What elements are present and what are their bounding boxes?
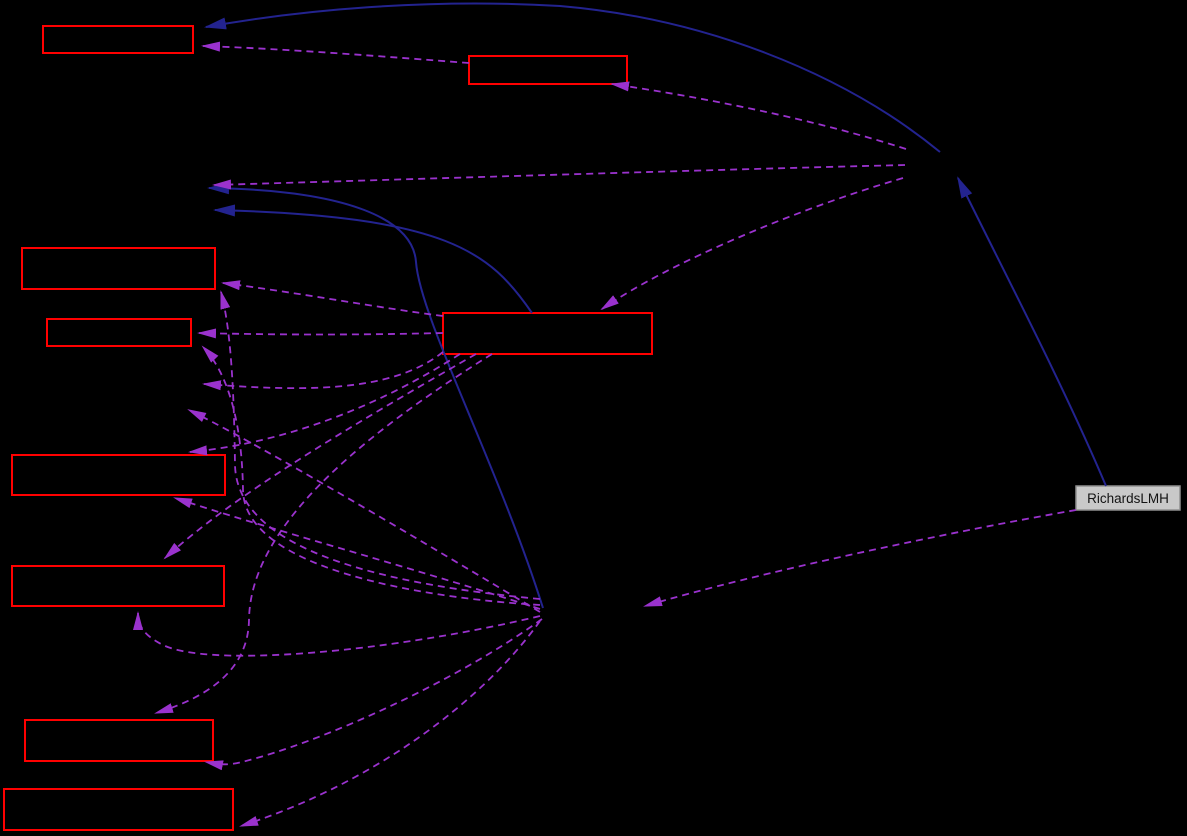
usage-edge-n1-n2a <box>212 164 906 190</box>
truncated-class-node-box8[interactable] <box>24 719 214 762</box>
current-node-label: RichardsLMH <box>1087 491 1169 506</box>
truncated-class-node-box2[interactable] <box>468 55 628 85</box>
node-box-box9[interactable] <box>3 788 234 831</box>
usage-edge-box5-box7 <box>163 353 477 560</box>
current-class-node-richardslmh[interactable]: RichardsLMH <box>1075 485 1181 511</box>
usage-edge-richardslmh-n3 <box>643 509 1077 607</box>
node-box-box6[interactable] <box>11 454 226 496</box>
hidden-class-node-n2a <box>95 176 205 198</box>
truncated-class-node-box4[interactable] <box>46 318 192 347</box>
node-box-n5 <box>80 397 185 420</box>
truncated-class-node-box1[interactable] <box>42 25 194 54</box>
truncated-class-node-box9[interactable] <box>3 788 234 831</box>
node-box-n1 <box>905 150 1015 176</box>
truncated-class-node-box6[interactable] <box>11 454 226 496</box>
hidden-class-node-n4 <box>92 372 202 395</box>
truncated-class-node-box5[interactable] <box>442 312 653 355</box>
node-box-n4 <box>92 372 202 395</box>
usage-edge-n3-box4 <box>201 345 541 606</box>
node-box-richardslmh[interactable] <box>1075 485 1181 511</box>
usage-edge-n3-box7 <box>133 611 541 657</box>
node-box-box3[interactable] <box>21 247 216 290</box>
usage-edge-n1-box2 <box>610 81 907 150</box>
usage-edge-n3-n5 <box>187 409 541 613</box>
node-box-box7[interactable] <box>11 565 225 607</box>
node-box-n2b <box>95 199 205 221</box>
hidden-class-node-n1 <box>905 150 1015 176</box>
edge-layer <box>133 2 1107 827</box>
truncated-class-node-box3[interactable] <box>21 247 216 290</box>
node-box-n3 <box>540 596 640 620</box>
usage-edge-box5-n4 <box>202 351 444 391</box>
usage-edge-box2-box1 <box>201 41 470 64</box>
usage-edge-n3-box6 <box>173 497 541 610</box>
node-box-box8[interactable] <box>24 719 214 762</box>
usage-edge-box5-box8 <box>154 353 493 714</box>
node-box-box5[interactable] <box>442 312 653 355</box>
inheritance-edge-box5-n2b <box>213 204 533 314</box>
usage-edge-n3-box9 <box>239 620 541 827</box>
usage-edge-box5-box3 <box>221 280 444 317</box>
usage-edge-n1-box5 <box>600 177 904 311</box>
hidden-class-node-n2b <box>95 199 205 221</box>
node-box-box4[interactable] <box>46 318 192 347</box>
hidden-class-node-n3 <box>540 596 640 620</box>
node-box-box2[interactable] <box>468 55 628 85</box>
hidden-class-node-n5 <box>80 397 185 420</box>
truncated-class-node-box7[interactable] <box>11 565 225 607</box>
inheritance-edge-n3-n2a <box>207 182 544 609</box>
inheritance-edge-n1-box1 <box>204 2 941 153</box>
usage-edge-box5-box6 <box>188 353 461 456</box>
usage-edge-n3-box8 <box>204 618 543 771</box>
node-box-n2a <box>95 176 205 198</box>
inheritance-edge-richardslmh-n1 <box>957 176 1107 487</box>
node-box-box1[interactable] <box>42 25 194 54</box>
usage-edge-box5-box4 <box>197 328 444 339</box>
node-layer: RichardsLMH <box>3 25 1181 831</box>
